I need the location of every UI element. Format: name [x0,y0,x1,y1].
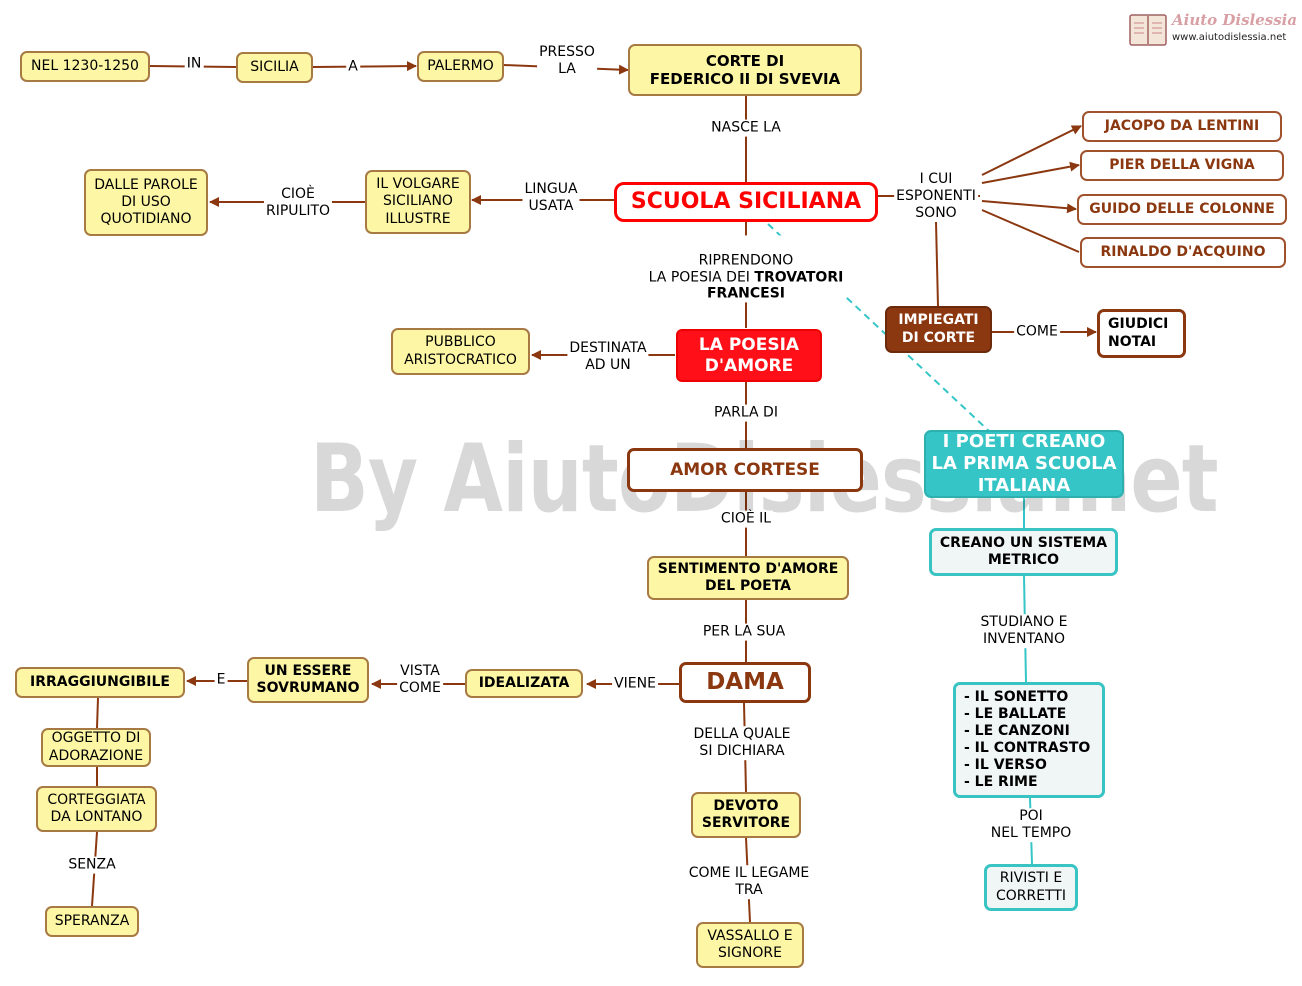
node-irraggiungibile: IRRAGGIUNGIBILE [15,667,185,698]
label-riprendono-text: RIPRENDONO LA POESIA DEI [648,252,794,285]
label-in: IN [184,55,204,73]
logo-url: www.aiutodislessia.net [1172,32,1287,43]
label-vista-come: VISTA COME [397,663,443,697]
node-corteggiata: CORTEGGIATA DA LONTANO [36,786,157,832]
node-pier-della-vigna: PIER DELLA VIGNA [1080,150,1284,181]
node-dalle-parole: DALLE PAROLE DI USO QUOTIDIANO [84,169,208,236]
label-trovatori-francesi: TROVATORI FRANCESI [706,269,844,302]
label-per-la-sua: PER LA SUA [700,623,788,641]
node-dama: DAMA [679,662,811,703]
connector [312,61,417,72]
node-elenco-metrico: - IL SONETTO - LE BALLATE - LE CANZONI -… [953,682,1105,798]
node-essere-sovrumano: UN ESSERE SOVRUMANO [247,657,369,703]
node-amor-cortese: AMOR CORTESE [627,448,863,492]
node-devoto-servitore: DEVOTO SERVITORE [691,792,801,838]
node-idealizata: IDEALIZATA [465,669,583,698]
label-senza: SENZA [66,856,118,874]
connector [981,200,1077,214]
node-sentimento-damore: SENTIMENTO D'AMORE DEL POETA [647,556,849,600]
node-oggetto-adorazione: OGGETTO DI ADORAZIONE [41,728,151,767]
label-come-corte: COME [1014,323,1060,341]
node-vassallo-signore: VASSALLO E SIGNORE [696,922,804,968]
label-lingua-usata: LINGUA USATA [522,181,580,215]
label-presso-la: PRESSO LA [537,44,597,78]
label-e: E [214,671,228,689]
connector [981,209,1080,253]
label-cioe-ripulito: CIOÈ RIPULITO [263,186,333,220]
connector [96,697,99,729]
node-poesia-damore: LA POESIA D'AMORE [676,329,822,382]
label-destinata-ad-un: DESTINATA AD UN [567,340,649,374]
label-viene: VIENE [612,675,658,693]
label-nasce-la: NASCE LA [709,119,783,137]
connector [935,221,939,307]
node-speranza: SPERANZA [45,906,139,937]
logo-brand: Aiuto Dislessia [1172,11,1298,29]
node-giudici-notai: GIUDICI NOTAI [1097,309,1186,358]
label-i-cui-esponenti: I CUI ESPONENTI SONO [894,170,978,222]
node-pubblico-aristocratico: PUBBLICO ARISTOCRATICO [391,328,530,375]
node-poeti-prima-scuola: I POETI CREANO LA PRIMA SCUOLA ITALIANA [924,430,1124,498]
connector [981,161,1080,184]
node-scuola-siciliana: SCUOLA SICILIANA [614,182,878,222]
label-a: A [346,58,360,76]
node-corte-federico: CORTE DI FEDERICO II DI SVEVIA [628,44,862,96]
connector [981,125,1082,176]
label-riprendono: RIPRENDONO LA POESIA DEI TROVATORI FRANC… [646,235,846,303]
label-cioe-il: CIOÈ IL [718,510,774,528]
node-sicilia: SICILIA [236,52,313,83]
node-palermo: PALERMO [417,51,504,82]
book-icon [1129,14,1167,46]
node-jacopo-da-lentini: JACOPO DA LENTINI [1082,111,1282,142]
node-rivisti-corretti: RIVISTI E CORRETTI [984,864,1078,911]
label-parla-di: PARLA DI [712,404,780,422]
node-rinaldo-dacquino: RINALDO D'ACQUINO [1080,237,1286,268]
node-guido-delle-colonne: GUIDO DELLE COLONNE [1077,194,1287,225]
logo: Aiuto Dislessia www.aiutodislessia.net [1128,10,1298,52]
node-volgare-siciliano: IL VOLGARE SICILIANO ILLUSTRE [365,170,471,234]
node-sistema-metrico: CREANO UN SISTEMA METRICO [929,528,1118,576]
node-nel-1230-1250: NEL 1230-1250 [20,51,150,82]
label-studiano-e-inventano: STUDIANO E INVENTANO [978,614,1070,648]
node-impiegati-di-corte: IMPIEGATI DI CORTE [885,306,992,353]
label-della-quale: DELLA QUALE SI DICHIARA [691,726,793,760]
label-poi-nel-tempo: POI NEL TEMPO [988,808,1074,842]
label-come-il-legame: COME IL LEGAME TRA [686,865,812,899]
